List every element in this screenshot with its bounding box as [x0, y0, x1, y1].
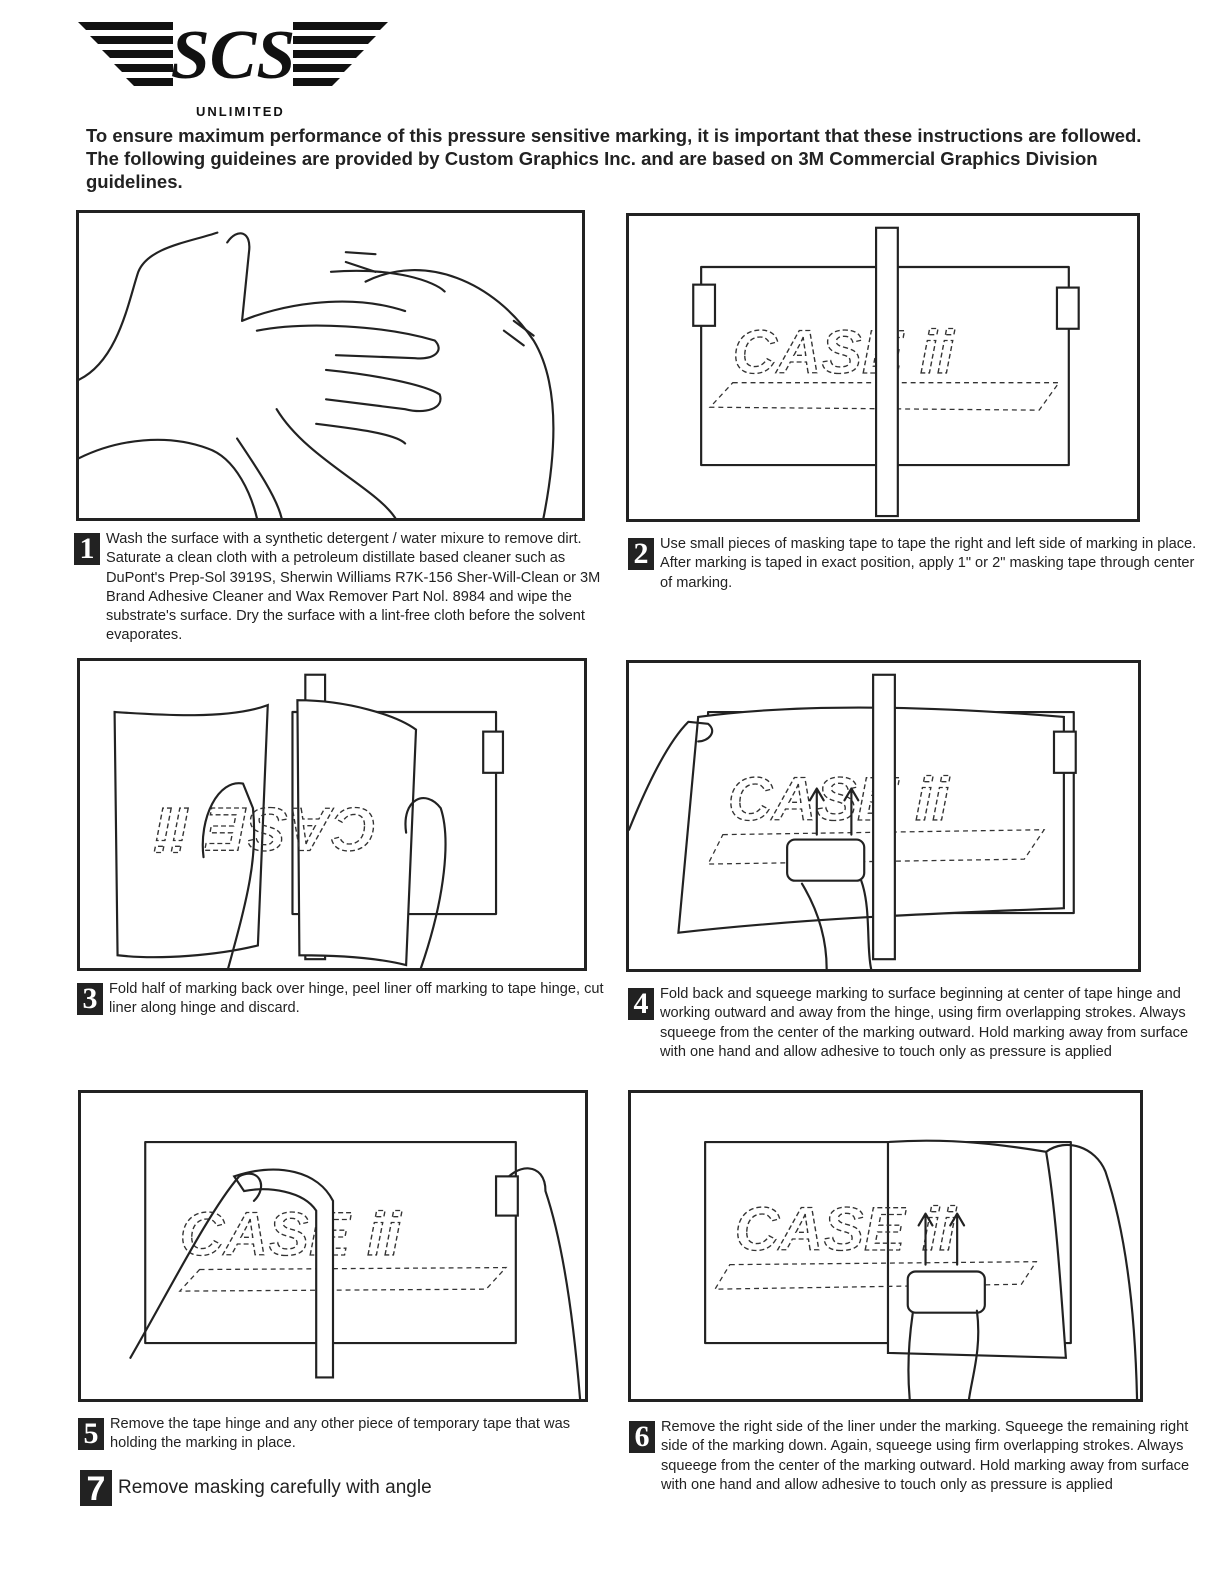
- step-text: Fold half of marking back over hinge, pe…: [109, 981, 604, 1017]
- illustration-step-3: CASE ii: [77, 658, 587, 971]
- step-text: Remove the right side of the liner under…: [661, 1419, 1190, 1493]
- marking-graphic-text: CASE ii: [180, 1200, 402, 1268]
- step-text: Use small pieces of masking tape to tape…: [660, 536, 1197, 591]
- illustration-step-1: [76, 210, 585, 521]
- illustration-step-5: CASE ii: [78, 1090, 588, 1402]
- illustration-step-4: CASE ii: [626, 660, 1141, 972]
- marking-graphic-text: CASE ii: [154, 795, 376, 863]
- marking-graphic-text: CASE ii: [728, 765, 950, 833]
- step-7: 7 Remove masking carefully with angle: [80, 1470, 432, 1508]
- illustration-step-2: CASE ii: [626, 213, 1140, 522]
- step-number-badge: 6: [629, 1421, 655, 1453]
- step-text: Remove masking carefully with angle: [118, 1477, 432, 1498]
- step-number-badge: 5: [78, 1418, 104, 1450]
- illustration-step-6: CASE ii: [628, 1090, 1143, 1402]
- step-text: Wash the surface with a synthetic deterg…: [106, 531, 601, 644]
- step-text: Remove the tape hinge and any other piec…: [110, 1416, 570, 1452]
- intro-text: To ensure maximum performance of this pr…: [86, 125, 1142, 192]
- logo-letters: SCS: [171, 17, 296, 94]
- step-number-badge: 1: [74, 533, 100, 565]
- step-number-badge: 2: [628, 538, 654, 570]
- step-text: Fold back and squeege marking to surface…: [660, 986, 1189, 1060]
- logo-subtitle: UNLIMITED: [196, 104, 285, 119]
- step-number-badge: 3: [77, 983, 103, 1015]
- marking-graphic-text: CASE ii: [735, 1195, 957, 1263]
- step-number-badge: 4: [628, 988, 654, 1020]
- step-number-badge: 7: [80, 1470, 112, 1508]
- company-logo: SCS: [78, 12, 388, 100]
- marking-graphic-text: CASE ii: [733, 318, 955, 386]
